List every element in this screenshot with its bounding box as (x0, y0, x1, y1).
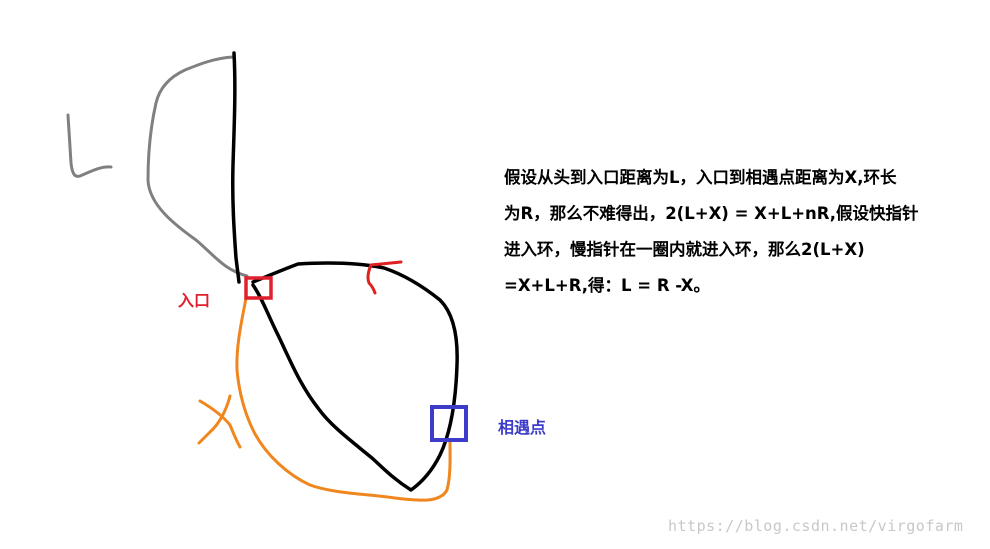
letter-L-mark (66, 113, 113, 178)
letter-X-mark-stroke2 (197, 394, 232, 445)
explanation-text: 假设从头到入口距离为L，入口到相遇点距离为X,环长 为R，那么不难得出，2(L+… (504, 160, 984, 304)
letter-X-mark (198, 399, 242, 449)
entry-label: 入口 (178, 291, 211, 310)
explanation-line-2: 为R，那么不难得出，2(L+X) = X+L+nR,假设快指针 (504, 204, 919, 223)
meeting-point-label: 相遇点 (498, 418, 547, 437)
segment-L-curve (146, 55, 249, 278)
list-head-path (230, 51, 241, 284)
watermark: https://blog.csdn.net/virgofarm (668, 517, 964, 535)
meeting-point-marker (430, 405, 468, 442)
entry-marker (244, 276, 273, 300)
letter-R-mark (366, 260, 403, 295)
cycle-loop-path (251, 261, 459, 492)
explanation-line-4: =X+L+R,得：L = R -X。 (504, 276, 710, 295)
explanation-line-1: 假设从头到入口距离为L，入口到相遇点距离为X,环长 (504, 168, 897, 187)
segment-X-curve (235, 296, 452, 502)
explanation-line-3: 进入环，慢指针在一圈内就进入环，那么2(L+X) (504, 240, 865, 259)
